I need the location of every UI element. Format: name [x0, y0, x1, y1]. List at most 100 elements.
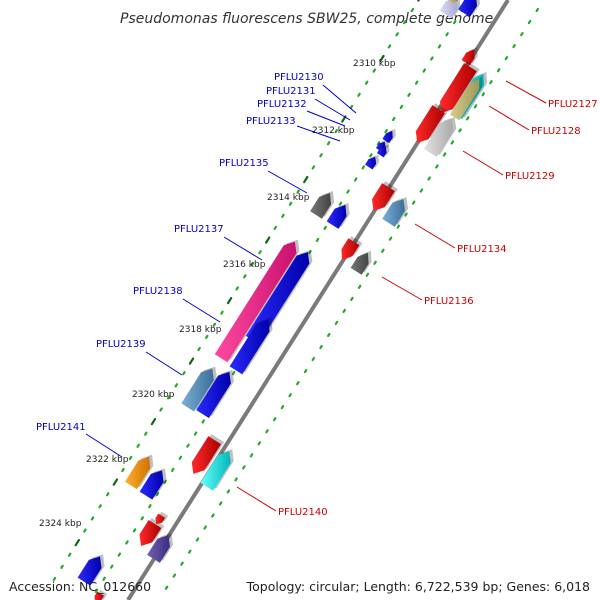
gene-label[interactable]: PFLU2129	[505, 171, 555, 182]
outer-tick	[427, 176, 431, 181]
inner-tick	[338, 201, 343, 206]
leader-line	[381, 276, 423, 301]
genome-stats-text: Topology: circular; Length: 6,722,539 bp…	[246, 579, 590, 594]
gene-feature[interactable]	[124, 456, 151, 490]
outer-tick	[188, 549, 192, 554]
outer-tick	[342, 308, 346, 314]
inner-tick	[231, 370, 236, 376]
scale-tick	[357, 92, 361, 97]
outer-tick	[303, 368, 308, 374]
scale-tick	[220, 310, 224, 315]
inner-tick	[170, 467, 175, 472]
gene-feature[interactable]	[440, 63, 477, 113]
gene-feature[interactable]	[461, 49, 475, 66]
gene-feature[interactable]	[364, 156, 377, 170]
gene-label[interactable]: PFLU2133	[246, 116, 296, 127]
scale-tick	[235, 286, 239, 291]
gene-label[interactable]: PFLU2128	[531, 126, 581, 137]
gene-feature[interactable]	[458, 0, 477, 18]
kbp-label: 2310 kbp	[353, 59, 396, 69]
outer-tick	[242, 465, 246, 470]
scale-tick	[197, 346, 201, 352]
outer-tick	[481, 92, 485, 97]
gene-feature[interactable]	[350, 252, 369, 275]
gene-label[interactable]: PFLU2134	[457, 244, 507, 255]
gene-feature[interactable]	[341, 238, 360, 261]
outer-tick	[458, 128, 462, 133]
scale-tick	[395, 32, 399, 37]
gene-label[interactable]: PFLU2132	[257, 99, 307, 110]
outer-tick	[535, 7, 540, 13]
gene-label[interactable]: PFLU2130	[274, 72, 324, 83]
inner-tick	[323, 225, 327, 230]
gene-feature[interactable]	[196, 371, 231, 419]
outer-tick	[381, 248, 385, 253]
accession-text: Accession: NC_012660	[9, 579, 152, 594]
gene-feature[interactable]	[423, 119, 454, 157]
leader-line	[296, 125, 341, 142]
gene-feature[interactable]	[77, 556, 102, 586]
gene-feature[interactable]	[439, 0, 458, 19]
scale-tick	[188, 357, 195, 365]
gene-feature[interactable]	[371, 183, 395, 211]
outer-tick	[504, 56, 509, 61]
gene-label[interactable]: PFLU2136	[424, 296, 474, 307]
gene-feature[interactable]	[181, 368, 214, 412]
inner-tick	[201, 419, 205, 424]
outer-tick	[249, 453, 254, 458]
kbp-label: 2322 kbp	[86, 455, 129, 465]
scale-tick	[311, 165, 316, 170]
inner-tick	[102, 576, 106, 581]
gene-feature[interactable]	[326, 204, 347, 229]
scale-tick	[326, 141, 331, 146]
gene-label[interactable]: PFLU2138	[133, 286, 183, 297]
gene-feature[interactable]	[139, 470, 164, 500]
inner-tick	[445, 32, 449, 37]
leader-line	[314, 98, 351, 121]
gene-label[interactable]: PFLU2140	[278, 507, 328, 518]
gene-feature[interactable]	[382, 130, 393, 144]
outer-tick	[396, 224, 401, 229]
inner-tick	[399, 104, 404, 110]
gene-feature[interactable]	[214, 241, 297, 363]
inner-tick	[422, 68, 427, 73]
scale-tick	[319, 153, 323, 158]
outer-tick	[211, 513, 215, 518]
gene-feature[interactable]	[415, 105, 446, 143]
gene-feature[interactable]	[229, 319, 270, 375]
gene-label[interactable]: PFLU2135	[219, 158, 269, 169]
gene-feature[interactable]	[245, 252, 310, 344]
gene-feature[interactable]	[376, 146, 387, 158]
outer-tick	[311, 356, 316, 362]
gene-feature[interactable]	[200, 451, 231, 491]
gene-feature[interactable]	[191, 436, 222, 474]
gene-feature[interactable]	[446, 0, 458, 4]
inner-tick	[384, 128, 388, 134]
gene-label[interactable]: PFLU2127	[548, 99, 598, 110]
inner-tick	[437, 44, 442, 49]
kbp-label: 2314 kbp	[267, 193, 310, 203]
gene-feature[interactable]	[155, 513, 166, 525]
gene-feature[interactable]	[139, 520, 162, 546]
gene-feature[interactable]	[147, 535, 171, 563]
gene-feature[interactable]	[382, 199, 406, 227]
outer-tick	[466, 116, 470, 121]
inner-tick	[346, 189, 350, 194]
gene-label[interactable]: PFLU2139	[96, 339, 146, 350]
gene-feature[interactable]	[450, 78, 480, 121]
inner-tick	[308, 249, 312, 255]
gene-feature[interactable]	[94, 591, 105, 600]
gene-label[interactable]: PFLU2131	[266, 86, 316, 97]
outer-tick	[388, 236, 393, 241]
outer-tick	[357, 284, 362, 289]
inner-tick	[392, 116, 396, 122]
scale-tick	[83, 528, 87, 533]
outer-tick	[218, 501, 223, 506]
outer-tick	[496, 68, 501, 73]
gene-label[interactable]: PFLU2141	[36, 422, 86, 433]
scale-tick	[144, 431, 148, 436]
outer-tick	[172, 573, 177, 578]
gene-feature[interactable]	[310, 193, 332, 219]
gene-label[interactable]: PFLU2137	[174, 224, 224, 235]
